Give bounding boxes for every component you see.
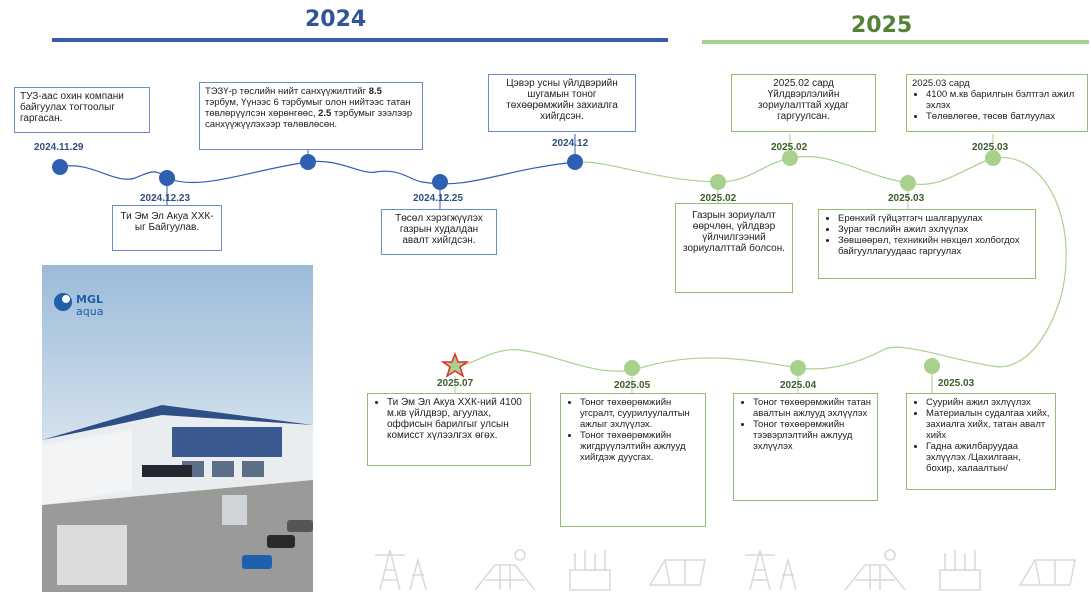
milestone-date: 2025.02 — [771, 142, 808, 153]
year-2024-heading: 2024 — [305, 7, 367, 32]
milestone-box-financing: ТЭЗҮ-р төслийн нийт санхүүжилтийг 8.5 тэ… — [199, 82, 423, 150]
milestone-box-2025-03-prep: 2025.03 сард 4100 м.кв барилгын бэлтгэл … — [906, 74, 1088, 132]
milestone-date: 2024.12.23 — [140, 193, 191, 204]
year-2024-bar — [52, 38, 668, 42]
power-tower-icon — [375, 549, 427, 591]
milestone-box-2025-05: Тоног төхөөрөмжийн угсралт, суурилуулалт… — [560, 393, 706, 527]
year-2025-heading: 2025 — [851, 13, 913, 38]
factory-icon — [939, 550, 981, 591]
milestone-star-icon — [440, 351, 470, 378]
milestone-dot — [924, 358, 940, 374]
milestone-dot — [159, 170, 175, 186]
list-item: 4100 м.кв барилгын бэлтгэл ажил эхлэх — [926, 89, 1082, 111]
footer-decoration — [375, 549, 1076, 591]
list-item: Тоног төхөөрөмжийн тээвэрлэлтийн ажлууд … — [753, 419, 872, 452]
financing-text-b: тэрбум, Үүнээс 6 тэрбумыг олон нийтээс т… — [205, 97, 411, 119]
timeline-path-2024 — [59, 160, 576, 185]
milestone-date: 2025.02 — [700, 193, 737, 204]
farm-field-icon — [844, 549, 906, 591]
year-2025-bar — [702, 40, 1089, 44]
milestone-dot — [567, 154, 583, 170]
logo-text-line1: MGL — [76, 293, 103, 306]
map-icon — [1018, 559, 1076, 586]
milestone-date: 2025.07 — [437, 378, 474, 389]
milestone-dot — [710, 174, 726, 190]
milestone-dot — [52, 159, 68, 175]
list-item: Зураг төслийн ажил эхлүүлэх — [838, 224, 1030, 235]
mgl-aqua-logo: MGL aqua — [52, 290, 122, 325]
list-item: Ерөнхий гүйцэтгэгч шалгаруулах — [838, 213, 1030, 224]
list-item: Тоног төхөөрөмжийн татан авалтын ажлууд … — [753, 397, 872, 419]
milestone-box-2024-12-25: Төсөл хэрэгжүүлэх газрын худалдан авалт … — [381, 209, 497, 255]
milestone-date: 2025.05 — [614, 380, 651, 391]
milestone-box-2024-11-29: ТУЗ-аас охин компани байгуулах тогтоолыг… — [14, 87, 150, 133]
milestone-box-2025-02-land: Газрын зориулалт өөрчлөн, үйлдвэр үйлчил… — [675, 203, 793, 293]
factory-icon — [569, 550, 611, 591]
box-heading: 2025.03 сард — [912, 78, 970, 89]
milestone-date: 2025.04 — [780, 380, 817, 391]
map-icon — [648, 559, 706, 586]
list-item: Гадна ажилбаруудаа эхлүүлэх /Цахилгаан, … — [926, 441, 1050, 474]
factory-rendering-image — [42, 265, 313, 592]
milestone-date: 2024.12.25 — [413, 193, 464, 204]
list-item: Зөвшөөрөл, техникийн нөхцөл холбогдох ба… — [838, 235, 1030, 257]
farm-field-icon — [474, 549, 536, 591]
milestone-dot — [432, 174, 448, 190]
milestone-date: 2025.03 — [888, 193, 925, 204]
financing-text-c: тэрбумыг зээлээр санхүүжүүлэхээр төлөвлө… — [205, 108, 413, 130]
list-item: Төлөвлөгөө, төсөв батлуулах — [926, 111, 1082, 122]
milestone-dot — [300, 154, 316, 170]
milestone-dot — [985, 150, 1001, 166]
power-tower-icon — [745, 549, 797, 591]
milestone-dot — [900, 175, 916, 191]
milestone-date: 2024.11.29 — [34, 142, 84, 153]
financing-text-a: ТЭЗҮ-р төслийн нийт санхүүжилтийг — [205, 86, 369, 97]
milestone-box-2025-03-foundation: Суурийн ажил эхлүүлэх Материалын судалга… — [906, 393, 1056, 490]
financing-amount-loan: 2.5 — [318, 108, 332, 119]
logo-text-line2: aqua — [76, 305, 103, 318]
milestone-dot — [782, 150, 798, 166]
milestone-date: 2024.12 — [552, 138, 589, 149]
financing-amount-total: 8.5 — [368, 86, 382, 97]
list-item: Суурийн ажил эхлүүлэх — [926, 397, 1050, 408]
list-item: Ти Эм Эл Акуа ХХК-ний 4100 м.кв үйлдвэр,… — [387, 397, 525, 441]
milestone-dot — [624, 360, 640, 376]
milestone-box-2025-03-design: Ерөнхий гүйцэтгэгч шалгаруулах Зураг төс… — [818, 209, 1036, 279]
list-item: Тоног төхөөрөмжийн жигдрүүлэлтийн ажлууд… — [580, 430, 700, 463]
milestone-box-2025-07: Ти Эм Эл Акуа ХХК-ний 4100 м.кв үйлдвэр,… — [367, 393, 531, 466]
milestone-date: 2025.03 — [972, 142, 1009, 153]
milestone-box-2025-04: Тоног төхөөрөмжийн татан авалтын ажлууд … — [733, 393, 878, 501]
milestone-date: 2025.03 — [938, 378, 975, 389]
list-item: Тоног төхөөрөмжийн угсралт, суурилуулалт… — [580, 397, 700, 430]
milestone-box-2024-12-23: Ти Эм Эл Акуа ХХК-ыг Байгуулав. — [112, 205, 222, 251]
milestone-box-2024-12: Цэвэр усны үйлдвэрийн шугамын тоног төхө… — [488, 74, 636, 132]
list-item: Материалын судалгаа хийх, захиалга хийх,… — [926, 408, 1050, 441]
milestone-box-2025-02-well: 2025.02 сард Үйлдвэрлэлийн зориулалттай … — [731, 74, 876, 132]
milestone-dot — [790, 360, 806, 376]
